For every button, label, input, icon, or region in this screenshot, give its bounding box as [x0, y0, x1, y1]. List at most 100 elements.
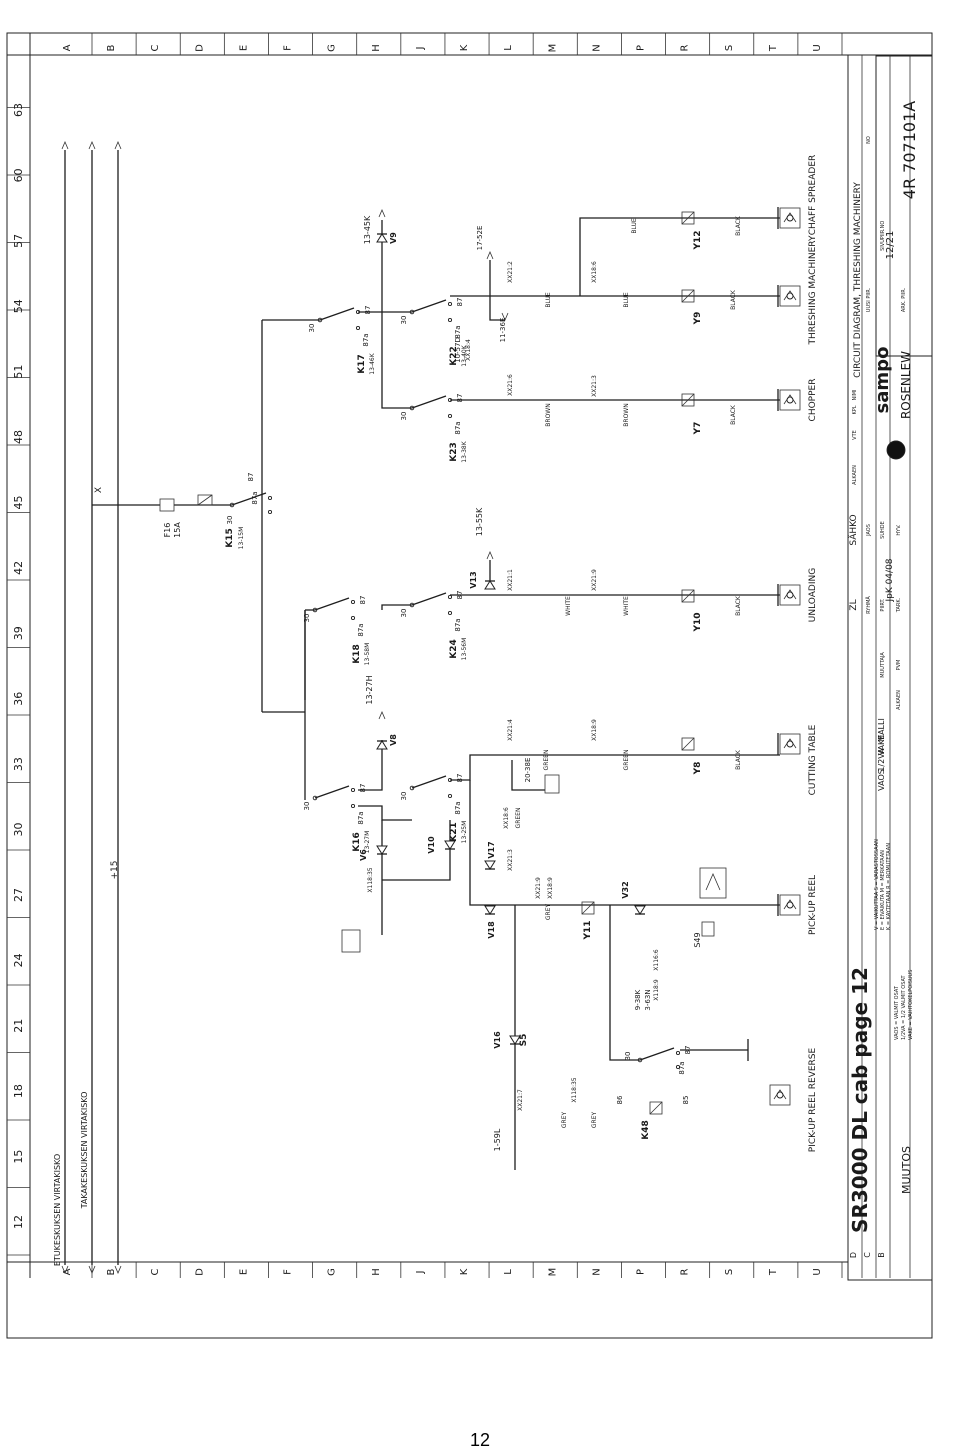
contact-k15	[229, 492, 273, 515]
coil-box	[681, 211, 695, 225]
load-unloading-symbol	[779, 584, 801, 606]
relay-k21-ref: 13-25M	[461, 821, 468, 844]
rail-label-15: +15	[110, 861, 120, 880]
contact-node-87a	[350, 803, 356, 809]
load-glyph-dot	[786, 214, 794, 222]
row-letter-bottom: J	[415, 1271, 426, 1275]
brand-sampo: sampo	[872, 347, 893, 414]
sheet-size: 12/21	[885, 231, 896, 260]
load-label-unloading: UNLOADING	[808, 568, 818, 622]
wire-color-black: BLACK	[730, 289, 737, 310]
switch-s49	[701, 921, 715, 937]
conn-x116-6: XX18:6	[591, 261, 598, 283]
solenoid-y10-label: Y10	[693, 612, 703, 632]
k22-to-11-36E	[489, 296, 505, 321]
contact-k23	[409, 395, 453, 419]
load-glyph	[783, 394, 797, 405]
load-glyph	[773, 1089, 787, 1100]
load-chaff-spreader-symbol	[779, 207, 801, 229]
muutos-label: MUUTOS	[900, 1146, 913, 1194]
diode-v10	[444, 840, 456, 850]
pin-87: 87	[456, 774, 464, 783]
contact-blade	[314, 597, 350, 611]
wire-color-brown: BROWN	[545, 403, 552, 426]
row-letter-top: G	[327, 44, 338, 52]
contact-node-87a	[267, 509, 273, 515]
load-box	[779, 389, 801, 411]
pickup-symbol	[699, 867, 727, 899]
no-label: NO	[866, 136, 872, 144]
coil-box	[681, 589, 695, 603]
ref-10-57D: 10-57D	[454, 337, 462, 363]
ref-13-27H: 13-27H	[365, 675, 374, 704]
pin-87a: 87a	[357, 623, 365, 636]
row-letter-bottom: U	[812, 1268, 823, 1275]
solenoid-y12-label: Y12	[693, 230, 703, 250]
diode-v8	[376, 740, 388, 750]
solenoid-y9-label: Y9	[693, 312, 703, 326]
diode-body	[484, 580, 496, 590]
conn-xx21-7: XX21:7	[517, 1089, 524, 1111]
load-box	[779, 285, 801, 307]
relay-k22-ref: 13-40K	[461, 344, 468, 366]
green-branch	[511, 760, 545, 791]
arrow-head	[114, 140, 122, 150]
load-glyph-dot	[776, 1091, 784, 1099]
coil-box	[681, 289, 695, 303]
conn-x116-8: XX18:9	[547, 877, 554, 899]
row-letter-top: C	[150, 44, 161, 51]
solenoid-y7-label: Y7	[693, 422, 703, 436]
conn-x118-7: XX21:9	[591, 569, 598, 591]
contact-k22	[409, 299, 453, 323]
coil-slash	[649, 1101, 663, 1115]
pickup-line	[469, 780, 780, 906]
load-label-cutting-table: CUTTING TABLE	[808, 724, 818, 795]
wire-color-black: BLACK	[735, 749, 742, 770]
wire-color-white: WHITE	[565, 596, 572, 616]
size-label: SIVU	[880, 239, 886, 251]
alkaen-label-2: ALKAEN	[852, 465, 858, 485]
diode-body	[376, 233, 388, 243]
piir-no-label: PIIR.NO	[880, 221, 886, 240]
malli-label: MALLI	[877, 718, 886, 742]
legend-4: V = VAIKUTTAA S = VARASTOSSAAN	[874, 839, 880, 930]
contact-node-87	[447, 301, 453, 307]
switch-s5-label: S5	[519, 1034, 529, 1047]
pin-30: 30	[303, 614, 311, 623]
coil-slash	[681, 589, 695, 603]
components	[61, 140, 801, 1275]
coil-box	[581, 901, 595, 915]
contact-blade	[231, 492, 267, 506]
contact-node-87a	[447, 413, 453, 419]
page-number: 12	[469, 1430, 491, 1450]
load-box	[779, 207, 801, 229]
contact-blade	[411, 299, 447, 313]
wire-color-blue: BLUE	[631, 218, 638, 234]
diagram-title: CIRCUIT DIAGRAM, THRESHING MACHINERY	[853, 182, 863, 378]
load-label-pick-up-reel-reverse: PICK-UP REEL REVERSE	[808, 1047, 818, 1152]
wire-color-black: BLACK	[735, 595, 742, 616]
rail-label-rear: TAKAKESKUKSEN VIRTAKISKO	[80, 1092, 89, 1210]
vte-label: VTE	[852, 430, 858, 440]
row-letter-bottom: E	[238, 1269, 249, 1275]
fuse-f16	[159, 498, 175, 512]
diode-v13	[484, 580, 496, 590]
row-letter-bottom: L	[503, 1269, 514, 1275]
row-letter-top: A	[62, 44, 73, 51]
k48-feed	[609, 905, 640, 1061]
solenoid-y11	[581, 901, 595, 915]
arrow-head	[378, 208, 386, 218]
solenoid-y11-label: Y11	[583, 920, 593, 940]
coil-slash	[681, 737, 695, 751]
row-letter-top: B	[106, 44, 117, 51]
contact-node-87	[355, 309, 361, 315]
solenoid-y10	[681, 589, 695, 603]
contact-k21	[409, 775, 453, 799]
column-number: 39	[12, 626, 25, 640]
pin-87a: 87a	[357, 811, 365, 824]
load-glyph-dot	[786, 292, 794, 300]
relay-symbol-1-58f	[341, 929, 361, 953]
arrow-head	[88, 140, 96, 150]
relay-k16-name: K16	[352, 832, 362, 852]
